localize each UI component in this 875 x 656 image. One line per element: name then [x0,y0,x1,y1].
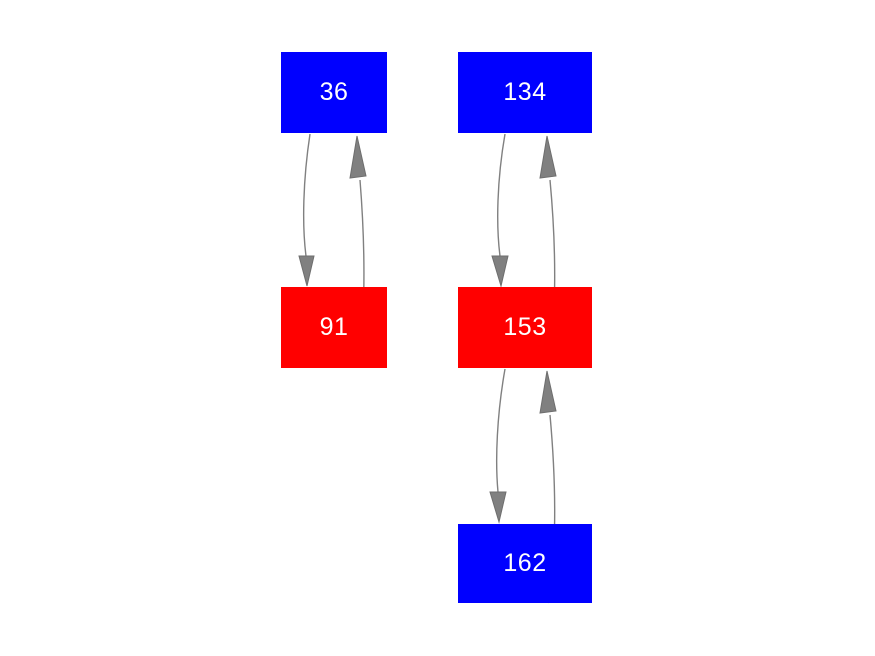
graph-node-162[interactable]: 162 [458,524,592,603]
arrowhead-down-icon [489,491,507,524]
graph-node-label: 153 [503,313,547,341]
arrowhead-up-icon [349,135,367,179]
arrowhead-up-icon [539,135,557,179]
graph-node-label: 91 [319,313,349,341]
graph-node-label: 134 [503,78,547,106]
graph-node-153[interactable]: 153 [458,287,592,368]
graph-node-91[interactable]: 91 [281,287,387,368]
graph-node-label: 162 [503,549,547,577]
edge-134-to-153 [491,133,509,288]
edge-153-to-162 [489,368,507,524]
arrowhead-up-icon [539,370,557,414]
edge-36-to-91 [298,133,315,287]
graph-node-134[interactable]: 134 [458,52,592,133]
arrowhead-down-icon [298,255,315,287]
graph-node-label: 36 [319,78,349,106]
graph-node-36[interactable]: 36 [281,52,387,133]
arrowhead-down-icon [491,255,509,288]
